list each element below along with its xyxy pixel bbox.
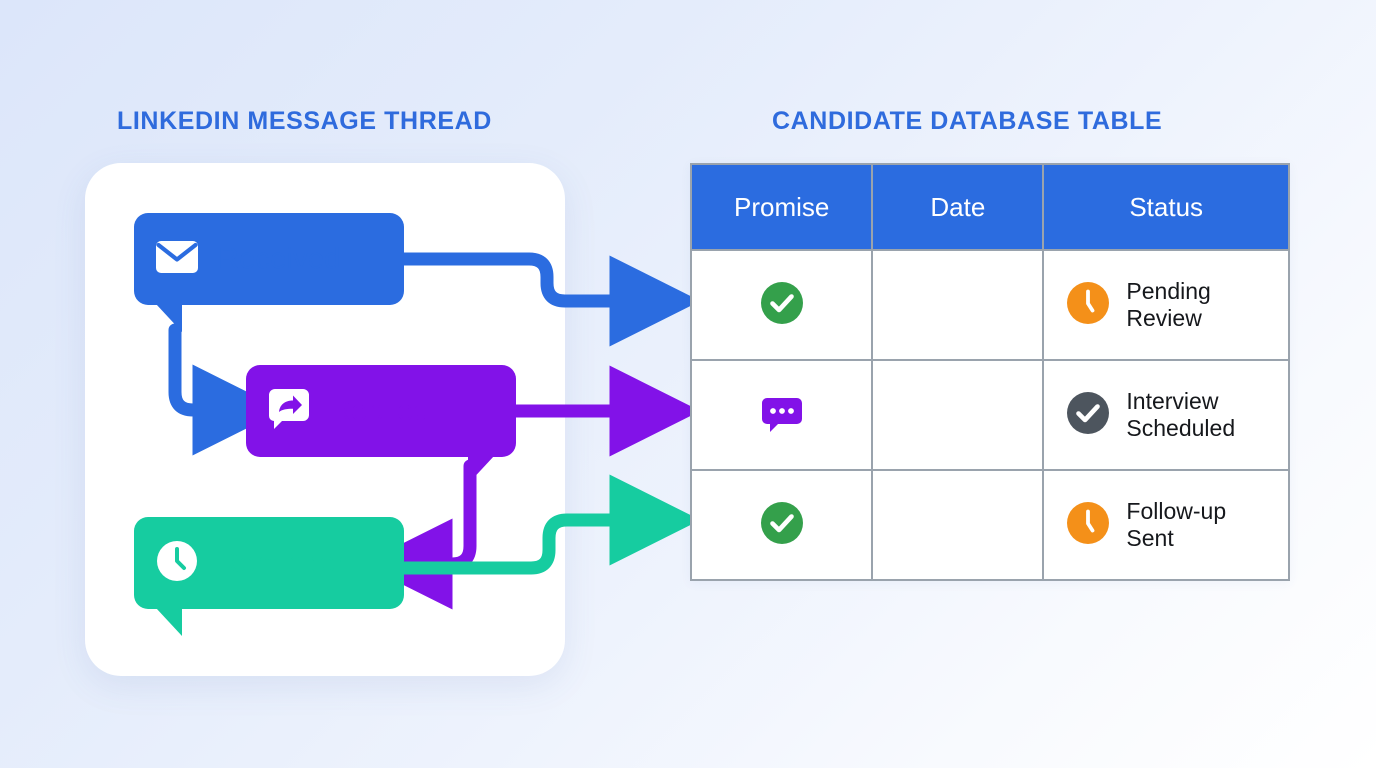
bubble-tail (156, 608, 182, 636)
reply-arrow-icon (268, 388, 310, 435)
cell-status: Pending Review (1042, 249, 1290, 361)
right-panel-title: CANDIDATE DATABASE TABLE (772, 107, 1163, 135)
candidate-database-table: Promise Date Status (689, 163, 1290, 581)
table-row[interactable]: Interview Scheduled (689, 359, 1290, 471)
status-line-1: Interview (1126, 388, 1219, 415)
column-header-promise[interactable]: Promise (689, 163, 874, 251)
check-circle-gray-icon (1066, 391, 1110, 440)
status-label: Follow-up Sent (1126, 498, 1226, 552)
bubble-tail (156, 304, 182, 332)
cell-promise (689, 469, 874, 581)
status-line-1: Follow-up (1126, 498, 1227, 525)
table-header-row: Promise Date Status (689, 163, 1290, 251)
cell-promise (689, 249, 874, 361)
clock-circle-orange-icon (1066, 501, 1110, 550)
cell-promise (689, 359, 874, 471)
chat-dots-purple-icon (761, 397, 803, 438)
status-line-2: Sent (1126, 525, 1174, 551)
status-label: Pending Review (1126, 278, 1210, 332)
table-row[interactable]: Follow-up Sent (689, 469, 1290, 581)
cell-status: Follow-up Sent (1042, 469, 1290, 581)
left-panel-title: LINKEDIN MESSAGE THREAD (117, 107, 492, 135)
check-circle-green-icon (760, 501, 804, 549)
status-line-2: Review (1126, 305, 1202, 331)
bubble-reminder[interactable]: Reminder (134, 517, 404, 636)
cell-status: Interview Scheduled (1042, 359, 1290, 471)
clock-icon (156, 540, 198, 587)
cell-date[interactable] (871, 469, 1045, 581)
status-line-1: Pending (1126, 278, 1211, 305)
bubble-received[interactable]: Received (134, 213, 404, 332)
cell-date[interactable] (871, 249, 1045, 361)
bubble-received-label: Received (218, 242, 341, 275)
column-header-status[interactable]: Status (1042, 163, 1290, 251)
bubble-replied[interactable]: Replied (246, 365, 516, 484)
column-header-date[interactable]: Date (871, 163, 1045, 251)
clock-circle-orange-icon (1066, 281, 1110, 330)
status-label: Interview Scheduled (1126, 388, 1235, 442)
bubble-reminder-label: Reminder (218, 546, 346, 579)
check-circle-green-icon (760, 281, 804, 329)
bubble-replied-label: Replied (330, 394, 430, 427)
table-row[interactable]: Pending Review (689, 249, 1290, 361)
bubble-tail (468, 456, 494, 484)
envelope-icon (156, 240, 198, 278)
status-line-2: Scheduled (1126, 415, 1236, 441)
cell-date[interactable] (871, 359, 1045, 471)
